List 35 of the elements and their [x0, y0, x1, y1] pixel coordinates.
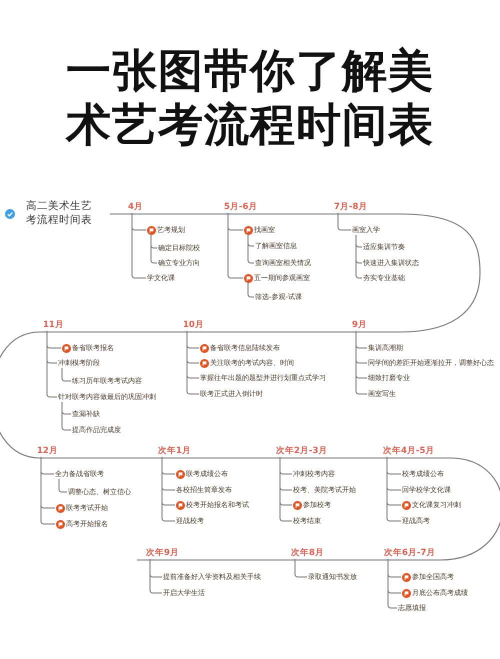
- branch-line: [46, 330, 58, 398]
- month-label: 12月: [37, 446, 58, 457]
- month-label: 次年1月: [158, 446, 191, 457]
- branch-line: [248, 234, 254, 264]
- month-label: 次年2月-3月: [276, 446, 328, 457]
- heading-text: 高二美术生艺考流程时间表: [25, 199, 92, 227]
- branch-line: [356, 330, 368, 394]
- month-label: 次年6月-7月: [384, 548, 436, 559]
- branch-line: [162, 456, 176, 522]
- branch-line: [150, 234, 158, 264]
- branch-line: [228, 212, 244, 278]
- branch-line: [356, 234, 362, 278]
- branch-line: [186, 330, 200, 394]
- branch-line: [386, 456, 402, 522]
- month-label: 9月: [352, 320, 367, 331]
- month-label: 次年4月-5月: [383, 446, 434, 457]
- month-label: 5月-6月: [224, 202, 258, 213]
- branch-line: [388, 558, 398, 608]
- month-label: 4月: [128, 202, 143, 213]
- month-label: 次年8月: [291, 548, 324, 559]
- month-label: 次年9月: [146, 548, 179, 559]
- branch-line: [62, 402, 72, 430]
- title: 一张图带你了解美术艺考流程时间表: [64, 44, 435, 152]
- branch-line: [150, 558, 162, 594]
- branch-line: [62, 368, 72, 382]
- branch-line: [248, 282, 254, 298]
- branch-line: [338, 212, 352, 230]
- branch-line: [58, 478, 68, 492]
- branch-line: [280, 456, 292, 522]
- month-label: 11月: [43, 320, 64, 331]
- month-label: 10月: [183, 320, 204, 331]
- branch-line: [132, 212, 146, 278]
- branch-line: [294, 558, 308, 578]
- month-label: 7月-8月: [334, 202, 368, 213]
- branch-line: [40, 456, 56, 524]
